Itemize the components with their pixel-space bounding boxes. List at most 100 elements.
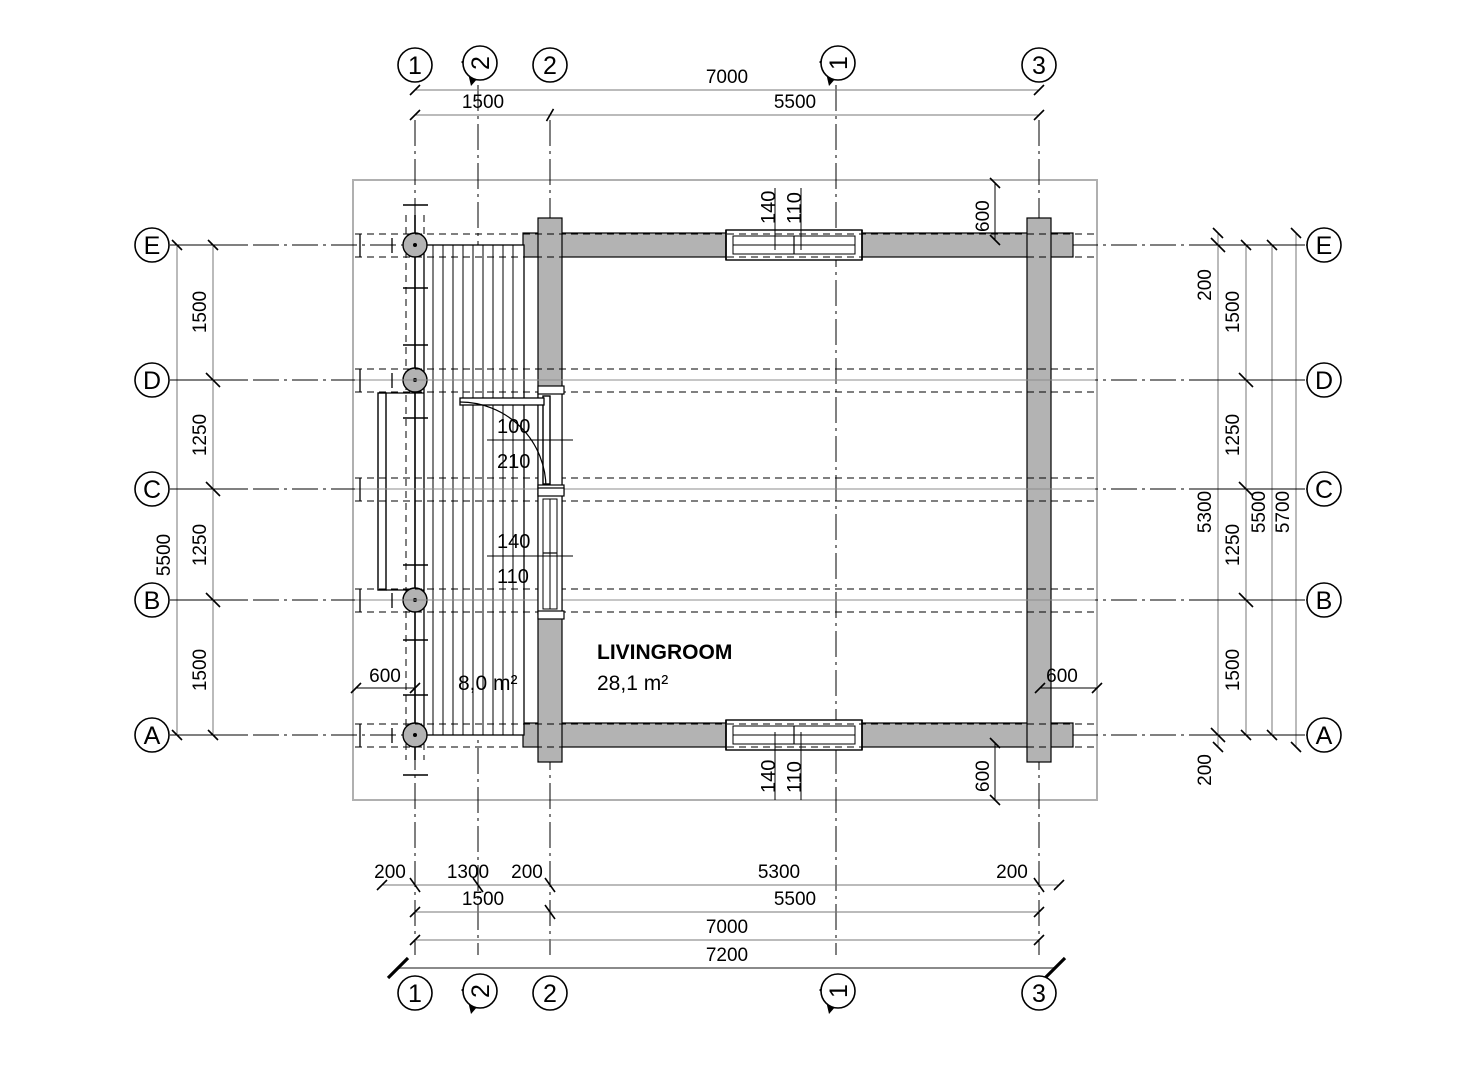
grid-bubble-bottom-2[interactable]: 2: [532, 975, 568, 1011]
offset-dim-bottom-right: 600: [973, 737, 1001, 806]
offset-top-right-label: 600: [973, 200, 994, 232]
dim-right3-5500: 5500: [1249, 491, 1270, 533]
dim-bottom-row-1: 200 1300 200 5300 200: [374, 862, 1065, 893]
grid-bubble-left-D-label: D: [143, 367, 161, 395]
dim-top-5500-label: 5500: [774, 92, 816, 113]
section-marker-bottom-2-label: 2: [467, 984, 495, 998]
beam-centerlines: [355, 379, 1095, 601]
grid-bubble-top-3[interactable]: 3: [1021, 47, 1057, 83]
dim-left-1500a: 1500: [190, 291, 211, 333]
dim-right1-200a: 200: [1195, 269, 1216, 301]
grid-bubble-right-C[interactable]: C: [1306, 471, 1342, 507]
dim-right2-1500a: 1500: [1223, 291, 1244, 333]
grid-bubble-bottom-1-label: 1: [408, 980, 422, 1008]
window-side-width-label: 140: [497, 531, 530, 553]
offset-left-terrace-label: 600: [369, 666, 401, 687]
dim-bottom2-1500: 1500: [462, 889, 504, 910]
grid-lines: [175, 85, 1310, 955]
window-top-callout: 140 110: [758, 188, 806, 250]
round-posts: [402, 232, 428, 748]
window-bottom-width-label: 140: [758, 760, 780, 793]
window-top-height-label: 110: [784, 192, 806, 224]
grid-bubble-top-3-label: 3: [1032, 52, 1046, 80]
grid-bubble-right-A-label: A: [1316, 722, 1333, 750]
grid-bubble-top-2[interactable]: 2: [532, 47, 568, 83]
window-top: [725, 229, 863, 261]
window-bottom: [725, 719, 863, 751]
grid-bubble-right-B[interactable]: B: [1306, 582, 1342, 618]
dim-bottom1-5300: 5300: [758, 862, 800, 883]
grid-bubble-left-E[interactable]: E: [134, 227, 170, 263]
grid-bubble-right-D[interactable]: D: [1306, 362, 1342, 398]
dim-right2-1500b: 1500: [1223, 649, 1244, 691]
room-label-livingroom: LIVINGROOM 28,1 m²: [597, 641, 732, 695]
section-marker-top-2[interactable]: 2: [461, 45, 498, 86]
dim-bottom1-200a: 200: [374, 862, 406, 883]
offset-right-inner-label: 600: [1046, 666, 1078, 687]
dim-top-string-1500-5500: 1500 5500: [409, 92, 1045, 122]
dim-right2-1250a: 1250: [1223, 414, 1244, 456]
offset-dim-left-terrace: 600: [350, 666, 421, 694]
grid-bubble-right-A[interactable]: A: [1306, 717, 1342, 753]
dim-left-1500b: 1500: [190, 649, 211, 691]
grid-bubble-left-A[interactable]: A: [134, 717, 170, 753]
grid-bubble-left-C-label: C: [143, 476, 161, 504]
dim-bottom1-200c: 200: [996, 862, 1028, 883]
grid-bubble-top-1[interactable]: 1: [397, 47, 433, 83]
dim-top-7000-label: 7000: [706, 67, 748, 88]
section-marker-bottom-1-label: 1: [825, 984, 853, 998]
offset-bottom-right-label: 600: [973, 760, 994, 792]
section-marker-top-1-label: 1: [825, 56, 853, 70]
dim-left-1250b: 1250: [190, 524, 211, 566]
window-side: 140 110: [487, 487, 573, 620]
svg-text:8,0 m²: 8,0 m²: [458, 672, 518, 695]
grid-bubble-right-E[interactable]: E: [1306, 227, 1342, 263]
grid-bubble-right-E-label: E: [1316, 232, 1333, 260]
grid-bubble-top-2-label: 2: [543, 52, 557, 80]
dim-bottom1-1300: 1300: [447, 862, 489, 883]
dim-bottom4-7200: 7200: [706, 945, 748, 966]
dim-right-extension-lines: [1200, 244, 1305, 736]
grid-bubble-left-A-label: A: [144, 722, 161, 750]
dim-right-col-2: 1500 1250 1250 1500: [1223, 239, 1254, 741]
window-bottom-callout: 140 110: [758, 732, 806, 800]
dim-bottom-row-4: 7200: [386, 945, 1067, 980]
dim-top-1500-label: 1500: [462, 92, 504, 113]
window-bottom-height-label: 110: [784, 761, 806, 793]
section-marker-bottom-1[interactable]: 1: [819, 973, 856, 1014]
grid-bubble-bottom-3-label: 3: [1032, 980, 1046, 1008]
dim-left-5500-label: 5500: [154, 534, 175, 576]
dim-bottom-row-2: 1500 5500: [409, 889, 1045, 920]
plan-outer-boundary: [352, 179, 1098, 801]
grid-bubble-right-C-label: C: [1315, 476, 1333, 504]
beam-end-caps: [359, 234, 393, 747]
door-width-label: 100: [497, 416, 530, 438]
grid-bubble-top-1-label: 1: [408, 52, 422, 80]
offset-dim-top-right: 600: [973, 177, 1001, 246]
grid-bubble-left-B-label: B: [144, 587, 161, 615]
terrace-deck: [377, 204, 525, 776]
dim-right-col-3: 5500: [1249, 239, 1278, 741]
dim-bottom3-7000: 7000: [706, 917, 748, 938]
grid-bubble-bottom-1[interactable]: 1: [397, 975, 433, 1011]
grid-bubble-left-C[interactable]: C: [134, 471, 170, 507]
dim-bottom2-5500: 5500: [774, 889, 816, 910]
grid-bubble-right-B-label: B: [1316, 587, 1333, 615]
dim-right1-5300: 5300: [1195, 491, 1216, 533]
grid-bubble-bottom-2-label: 2: [543, 980, 557, 1008]
grid-bubble-left-D[interactable]: D: [134, 362, 170, 398]
dim-right1-200b: 200: [1195, 754, 1216, 786]
grid-bubble-left-B[interactable]: B: [134, 582, 170, 618]
grid-bubble-bottom-3[interactable]: 3: [1021, 975, 1057, 1011]
dim-right2-1250b: 1250: [1223, 524, 1244, 566]
section-marker-top-1[interactable]: 1: [819, 45, 856, 86]
section-marker-bottom-2[interactable]: 2: [461, 973, 498, 1014]
door-height-label: 210: [497, 451, 530, 473]
beams-dashed: [355, 233, 1095, 748]
dim-bottom-row-3: 7000: [409, 917, 1045, 946]
dim-right-col-4: 5700: [1273, 227, 1302, 753]
window-side-height-label: 110: [497, 566, 529, 588]
grid-bubble-right-D-label: D: [1315, 367, 1333, 395]
